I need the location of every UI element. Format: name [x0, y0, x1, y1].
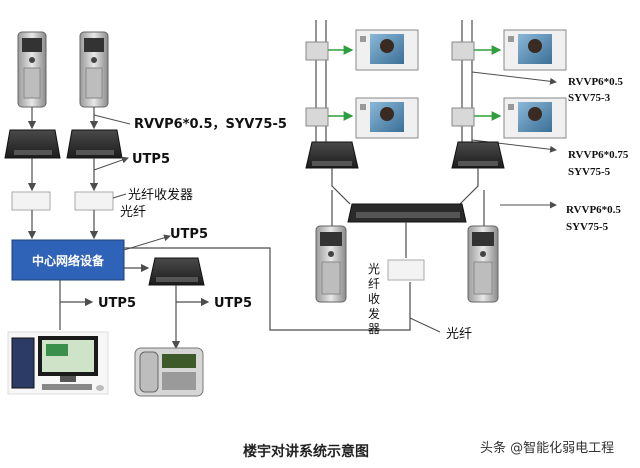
cable-label-r1a: RVVP6*0.5 [568, 76, 623, 88]
transceiver-label: 光纤收发器 [128, 187, 193, 203]
decoder-box-right-1 [305, 141, 359, 169]
floor-distributor-4 [451, 107, 475, 127]
utp5-label-d: UTP5 [214, 296, 252, 311]
transceiver-box-2 [74, 191, 114, 211]
door-station-4 [467, 225, 499, 303]
transceiver-box-right [387, 259, 425, 281]
indoor-monitor-2 [355, 97, 419, 139]
utp5-label-a: UTP5 [132, 152, 170, 167]
cable-label-r1b: SYV75-3 [568, 92, 611, 104]
cable-label-r3b: SYV75-5 [566, 221, 609, 233]
cable-label-r2b: SYV75-5 [568, 166, 611, 178]
floor-distributor-2 [305, 107, 329, 127]
vlabel-char-5: 器 [368, 322, 380, 336]
fiber-label-bottom: 光纤 [446, 327, 472, 342]
management-computer [7, 331, 109, 395]
vlabel-char-3: 收 [368, 292, 380, 306]
vlabel-char-4: 发 [368, 306, 380, 321]
indoor-monitor-4 [503, 97, 567, 139]
decoder-box-right-2 [451, 141, 505, 169]
center-network-device [11, 239, 125, 281]
door-station-3 [315, 225, 347, 303]
network-switch [347, 203, 467, 223]
door-station-2 [79, 31, 109, 108]
door-station-1 [17, 31, 47, 108]
decoder-box-2 [66, 129, 123, 159]
floor-distributor-3 [451, 41, 475, 61]
indoor-monitor-3 [503, 29, 567, 71]
utp5-label-b: UTP5 [170, 227, 208, 242]
transceiver-box-1 [11, 191, 51, 211]
cable-label-left-top: RVVP6*0.5，SYV75-5 [134, 117, 287, 132]
center-device-label: 中心网络设备 [32, 253, 105, 268]
cable-label-r3a: RVVP6*0.5 [566, 204, 621, 216]
floor-distributor-1 [305, 41, 329, 61]
utp5-label-c: UTP5 [98, 296, 136, 311]
fiber-label-left: 光纤 [120, 205, 146, 220]
indoor-monitor-1 [355, 29, 419, 71]
diagram-caption: 楼宇对讲系统示意图 [243, 443, 369, 460]
master-station-phone [134, 347, 204, 397]
transceiver-vertical-label: 光 纤 收 发 器 [368, 262, 380, 336]
decoder-box-1 [4, 129, 61, 159]
cable-label-r2a: RVVP6*0.75 [568, 149, 629, 161]
decoder-box-center [148, 257, 205, 286]
vlabel-char-1: 光 [368, 262, 380, 276]
watermark-text: 头条 @智能化弱电工程 [480, 440, 614, 456]
vlabel-char-2: 纤 [368, 277, 380, 291]
